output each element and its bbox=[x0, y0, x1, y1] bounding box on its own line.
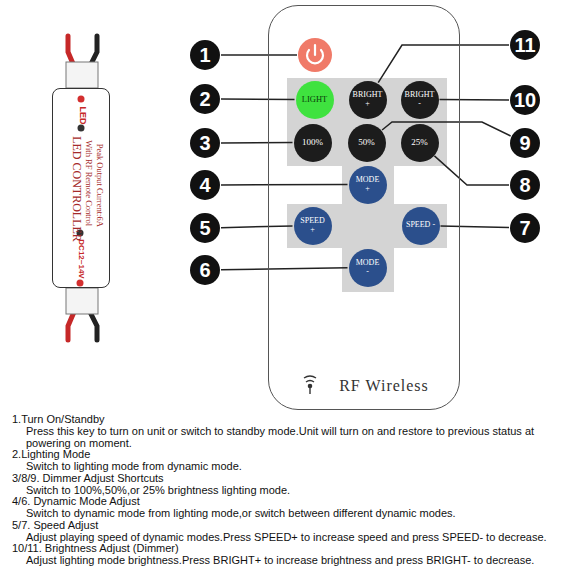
callout-text: 2 bbox=[191, 89, 219, 110]
leader-line bbox=[382, 122, 511, 136]
section-body: Adjust playing speed of dynamic modes.Pr… bbox=[12, 532, 574, 544]
callout-number: 9 bbox=[510, 128, 540, 158]
callout-text: 10 bbox=[511, 90, 539, 111]
leader-line bbox=[440, 226, 509, 228]
speed-up-button: SPEED + bbox=[294, 207, 332, 245]
section-body: Adjust lighting mode brightness.Press BR… bbox=[12, 555, 574, 567]
section-heading: 3/8/9. Dimmer Adjust Shortcuts bbox=[12, 473, 574, 485]
callout-number: 11 bbox=[510, 30, 540, 60]
button-text: SPEED - bbox=[406, 221, 436, 229]
button-text: BRIGHT + bbox=[352, 91, 384, 108]
instructions: 1.Turn On/StandbyPress this key to turn … bbox=[12, 414, 574, 567]
callout-text: 9 bbox=[511, 133, 539, 154]
callout-number: 7 bbox=[510, 213, 540, 243]
section-body: Switch to 100%,50%,or 25% brightness lig… bbox=[12, 485, 574, 497]
mode-up-button: MODE + bbox=[349, 166, 387, 204]
callout-text: 4 bbox=[191, 175, 219, 196]
callout-text: 7 bbox=[511, 218, 539, 239]
callout-text: 6 bbox=[191, 260, 219, 281]
section-heading: 2.Lighting Mode bbox=[12, 449, 574, 461]
mode-down-button: MODE - bbox=[349, 249, 387, 287]
light-button: LIGHT bbox=[296, 81, 334, 119]
bright-down-button: BRIGHT - bbox=[401, 81, 439, 119]
leader-line bbox=[440, 99, 510, 101]
button-text: 25% bbox=[403, 138, 437, 147]
callout-number: 3 bbox=[190, 128, 220, 158]
callout-text: 11 bbox=[511, 35, 539, 56]
power-button bbox=[298, 38, 332, 72]
section-heading: 1.Turn On/Standby bbox=[12, 414, 574, 426]
leader-line bbox=[378, 45, 509, 83]
callout-number: 10 bbox=[510, 85, 540, 115]
button-text: BRIGHT - bbox=[404, 91, 436, 108]
section-heading: 10/11. Brightness Adjust (Dimmer) bbox=[12, 543, 574, 555]
leader-line bbox=[221, 142, 293, 144]
controller-box: LED LED CONTROLLERWith RF Remote ControlP… bbox=[52, 88, 110, 288]
leader-line bbox=[221, 184, 348, 186]
section-body: Switch to dynamic mode from lighting mod… bbox=[12, 508, 574, 520]
button-text: 100% bbox=[296, 138, 330, 147]
section-heading: 4/6. Dynamic Mode Adjust bbox=[12, 496, 574, 508]
dim-50-button: 50% bbox=[348, 124, 386, 162]
callout-text: 5 bbox=[191, 218, 219, 239]
label-text: LED CONTROLLER bbox=[71, 136, 83, 242]
remote-fill bbox=[268, 5, 460, 410]
label-text: Peak Output Current:6A bbox=[96, 143, 105, 226]
button-text: 50% bbox=[350, 138, 384, 147]
controller-fill bbox=[52, 88, 110, 288]
button-text: MODE + bbox=[355, 176, 381, 193]
callout-text: 8 bbox=[511, 175, 539, 196]
dim-100-button: 100% bbox=[294, 124, 332, 162]
leader-line bbox=[434, 156, 509, 185]
label-text: RF Wireless bbox=[339, 378, 429, 394]
section-body: Press this key to turn on unit or switch… bbox=[12, 426, 574, 450]
button-text: LIGHT bbox=[298, 95, 332, 104]
minus-dot bbox=[78, 125, 85, 132]
leader-line bbox=[221, 226, 293, 228]
callout-number: 8 bbox=[510, 170, 540, 200]
callout-text: 3 bbox=[191, 133, 219, 154]
callout-number: 4 bbox=[190, 170, 220, 200]
plus-dot bbox=[77, 280, 84, 287]
leader-line bbox=[221, 54, 297, 56]
leader-line bbox=[221, 98, 295, 100]
callout-number: 6 bbox=[190, 255, 220, 285]
section-body: Switch to lighting mode from dynamic mod… bbox=[12, 461, 574, 473]
dim-25-button: 25% bbox=[401, 124, 439, 162]
speed-down-button: SPEED - bbox=[402, 207, 440, 245]
remote-body: LIGHT BRIGHT + BRIGHT - 100% 50% 25% MODE + SPE… bbox=[268, 5, 460, 410]
callout-number: 2 bbox=[190, 84, 220, 114]
label-text: DC12~14V bbox=[77, 239, 85, 278]
rf-icon bbox=[304, 376, 316, 394]
label-text: LED bbox=[78, 106, 87, 124]
label-text: With RF Remote Control bbox=[85, 140, 94, 226]
plus-dot bbox=[78, 96, 85, 103]
section-heading: 5/7. Speed Adjust bbox=[12, 520, 574, 532]
callout-text: 1 bbox=[191, 45, 219, 66]
button-text: SPEED + bbox=[298, 217, 328, 234]
callout-number: 5 bbox=[190, 213, 220, 243]
callout-number: 1 bbox=[190, 40, 220, 70]
bright-up-button: BRIGHT + bbox=[349, 81, 387, 119]
button-text: MODE - bbox=[355, 259, 381, 276]
leader-line bbox=[221, 268, 348, 270]
